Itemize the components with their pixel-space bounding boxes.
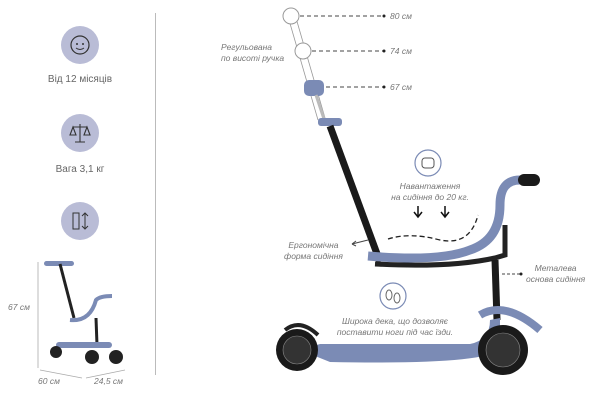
dimension-height: 67 см (8, 302, 30, 312)
dimension-length: 60 см (38, 376, 60, 386)
column-divider (155, 13, 156, 375)
small-scooter-image (37, 261, 126, 379)
deck-line2: поставити ноги під час їзди. (336, 327, 454, 337)
deck-annotation: Широка дека, що дозволяє поставити ноги … (325, 316, 465, 338)
handle-annotation-line1: Регульована (221, 42, 273, 52)
handle-height-80: 80 см (390, 11, 412, 21)
seat-shape-line2: форма сидіння (284, 251, 343, 261)
age-label: Від 12 місяців (47, 74, 113, 85)
annotation-marks (351, 149, 523, 310)
scooter-main-image (276, 94, 543, 375)
baby-face-icon (61, 26, 99, 64)
footprint-icon (379, 282, 407, 310)
seat-load-line2: на сидіння до 20 кг. (391, 192, 469, 202)
seat-base-line1: Металева (534, 263, 577, 273)
handle-annotation: Регульована по висоті ручка (221, 42, 284, 64)
seat-load-annotation: Навантаження на сидіння до 20 кг. (380, 181, 480, 203)
seat-shape-line1: Ергономічна (288, 240, 339, 250)
ruler-height-icon (61, 202, 99, 240)
seat-shape-annotation: Ергономічна форма сидіння (284, 240, 343, 262)
dimension-width: 24,5 см (94, 376, 123, 386)
seat-base-annotation: Металева основа сидіння (526, 263, 585, 285)
seat-load-line1: Навантаження (399, 181, 461, 191)
handle-height-74: 74 см (390, 46, 412, 56)
handle-height-positions (282, 7, 386, 121)
scales-icon (61, 114, 99, 152)
seat-base-line2: основа сидіння (526, 274, 586, 284)
seat-icon (414, 149, 442, 177)
handle-height-67: 67 см (390, 82, 412, 92)
down-arrow-icon (413, 206, 450, 219)
deck-line1: Широка дека, що дозволяє (342, 316, 448, 326)
weight-label: Вага 3,1 кг (55, 164, 105, 175)
handle-annotation-line2: по висоті ручка (221, 53, 285, 63)
